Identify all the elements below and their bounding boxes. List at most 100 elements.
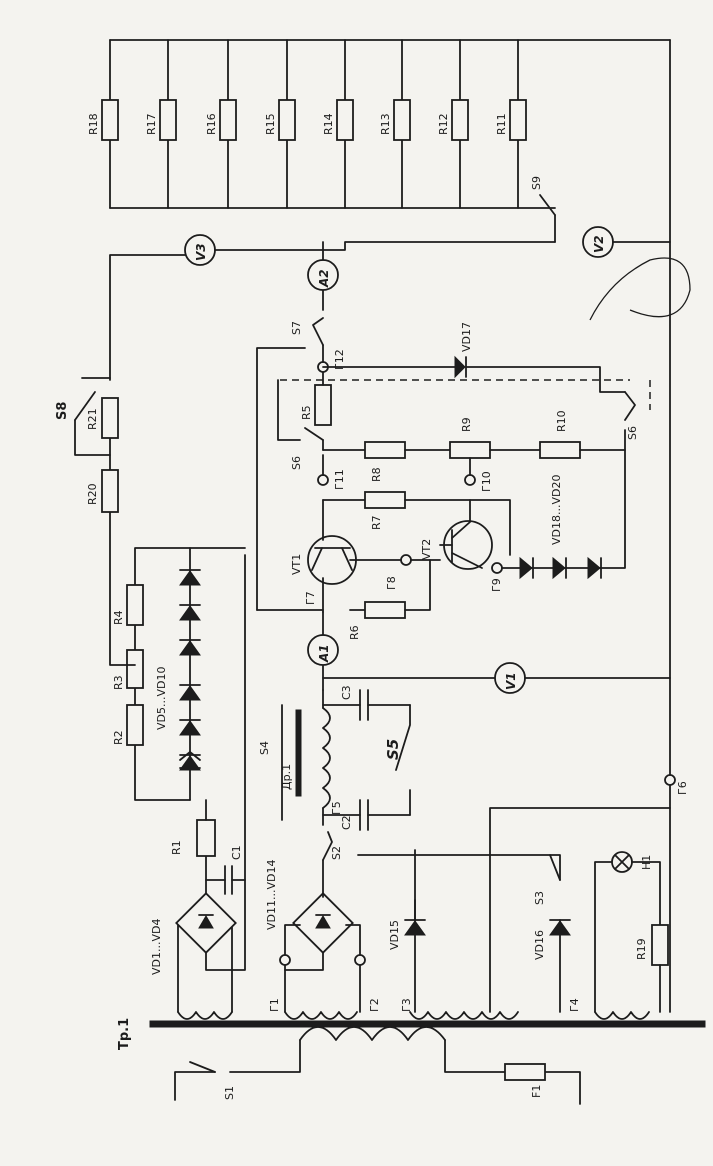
label-g3: Г3 — [400, 998, 413, 1012]
label-vt2: VT2 — [420, 539, 433, 560]
transistor-vt1 — [307, 499, 357, 613]
capacitor-c3 — [322, 689, 411, 721]
label-vd18-vd20: VD18...VD20 — [550, 475, 563, 545]
switch-s6-right — [280, 379, 651, 421]
capacitor-c1 — [205, 865, 246, 895]
diode-vd15 — [404, 919, 426, 936]
diode-chain-vd5-vd10 — [134, 547, 246, 801]
mains-input — [174, 1039, 581, 1105]
label-diode-chain: VD5...VD10 — [155, 667, 168, 730]
resistor-r8 — [322, 441, 451, 459]
label-s1: S1 — [223, 1086, 236, 1100]
label-r1: R1 — [170, 840, 183, 855]
label-c1: C1 — [230, 845, 243, 860]
voltmeter-v1 — [322, 662, 671, 694]
resistor-r9 — [449, 441, 541, 486]
label-c3: C3 — [340, 685, 353, 700]
label-g10: Г10 — [480, 471, 493, 492]
label-r13: R13 — [379, 113, 392, 135]
label-vt1: VT1 — [290, 554, 303, 575]
label-choke: Др.1 — [280, 764, 293, 790]
switch-s9 — [539, 194, 556, 243]
label-v2: V2 — [592, 235, 606, 253]
label-g1: Г1 — [268, 998, 281, 1012]
socket-g8 — [349, 554, 441, 566]
capacitor-c2 — [322, 799, 411, 831]
choke-dr1 — [295, 689, 331, 809]
label-s6-left: S6 — [290, 456, 303, 470]
label-r16: R16 — [205, 113, 218, 135]
label-r11: R11 — [495, 113, 508, 135]
switch-s5 — [395, 704, 411, 816]
label-r12: R12 — [437, 113, 450, 135]
socket-g11 — [317, 454, 329, 486]
label-s7: S7 — [290, 321, 303, 335]
resistor-r3 — [126, 649, 144, 689]
label-vd17: VD17 — [460, 322, 473, 352]
label-r10: R10 — [555, 410, 568, 432]
lamp-circuit — [594, 851, 669, 1013]
transistor-vt2 — [439, 499, 493, 570]
label-g8: Г8 — [385, 576, 398, 590]
label-s4: S4 — [258, 741, 271, 755]
label-g11: Г11 — [333, 469, 346, 490]
socket-g9 — [491, 562, 503, 574]
label-r4: R4 — [112, 610, 125, 625]
label-f1: F1 — [530, 1085, 543, 1098]
diode-vd16 — [549, 854, 571, 936]
label-r9: R9 — [460, 417, 473, 432]
resistor-r7 — [322, 491, 511, 556]
transformer-core — [149, 1020, 706, 1028]
label-r2: R2 — [112, 730, 125, 745]
bridge-vd11-vd14 — [279, 859, 366, 1013]
resistor-r20 — [101, 469, 119, 513]
ammeter-a2 — [307, 241, 339, 291]
label-s8: S8 — [55, 402, 70, 420]
switch-s6-left — [277, 379, 324, 441]
switch-s8 — [74, 377, 111, 456]
label-c2: C2 — [340, 815, 353, 830]
label-r7: R7 — [370, 515, 383, 530]
voltmeter-v2 — [582, 226, 671, 258]
label-bridge-2: VD11...VD14 — [265, 860, 278, 930]
label-r19: R19 — [635, 938, 648, 960]
label-transformer: Тр.1 — [117, 1018, 132, 1050]
label-r5: R5 — [300, 405, 313, 420]
label-s6-right: S6 — [626, 426, 639, 440]
label-g9: Г9 — [490, 578, 503, 592]
ammeter-a1 — [307, 611, 339, 691]
label-r14: R14 — [322, 113, 335, 135]
voltmeter-v3 — [184, 234, 556, 266]
label-s5: S5 — [384, 739, 402, 760]
label-g5: Г5 — [330, 801, 343, 815]
primary-winding — [299, 1026, 446, 1041]
label-r15: R15 — [264, 113, 277, 135]
label-r21: R21 — [86, 408, 99, 430]
resistor-r5 — [314, 361, 332, 451]
switch-s2 — [322, 807, 333, 861]
resistor-r4 — [126, 584, 144, 626]
diodes-vd18-vd20 — [501, 429, 626, 580]
resistor-r6 — [349, 559, 431, 619]
label-a1: A1 — [317, 644, 331, 663]
label-v3: V3 — [194, 243, 208, 261]
resistor-r1 — [196, 799, 216, 857]
label-s3: S3 — [533, 891, 546, 905]
socket-g7 — [256, 347, 324, 611]
bridge-vd1-vd4 — [175, 554, 246, 1013]
label-g4: Г4 — [568, 998, 581, 1012]
resistor-r2 — [126, 704, 144, 746]
label-a2: A2 — [317, 269, 331, 288]
switch-s7 — [312, 289, 324, 363]
label-vd16: VD16 — [533, 930, 546, 960]
label-r6: R6 — [348, 625, 361, 640]
label-r3: R3 — [112, 675, 125, 690]
label-r8: R8 — [370, 467, 383, 482]
label-g6: Г6 — [676, 781, 689, 795]
fuse-f1 — [504, 1063, 546, 1081]
resistor-r21 — [101, 254, 186, 439]
label-g12: Г12 — [333, 349, 346, 370]
secondary-windings — [177, 1011, 650, 1020]
label-g7: Г7 — [304, 591, 317, 605]
